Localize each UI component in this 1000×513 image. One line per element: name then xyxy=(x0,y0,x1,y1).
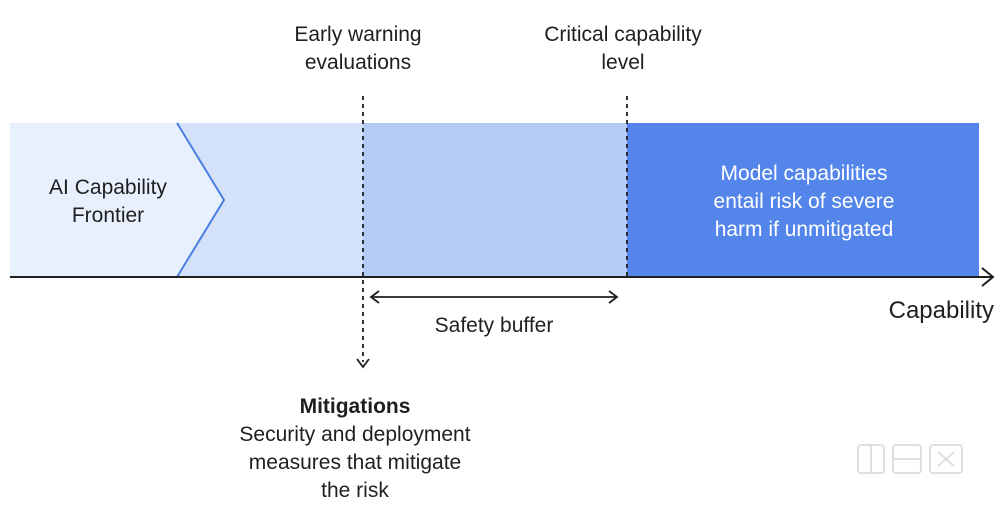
mitigations-line2: measures that mitigate xyxy=(249,451,461,474)
risk-zone-label-line2: entail risk of severe xyxy=(714,190,895,213)
critical-level-label-line2: level xyxy=(601,51,644,74)
zone-severe-risk xyxy=(627,123,979,277)
frontier-label-line1: AI Capability xyxy=(49,176,167,199)
frontier-chevron-edge xyxy=(176,122,226,278)
frontier-chevron xyxy=(10,123,224,277)
critical-level-label-line1: Critical capability xyxy=(544,23,702,46)
risk-zone-label-line1: Model capabilities xyxy=(721,162,888,185)
axis-arrowhead xyxy=(981,267,995,287)
early-warning-label-line1: Early warning xyxy=(294,23,421,46)
safety-buffer-arrow-left xyxy=(369,290,380,304)
mitigations-line1: Security and deployment xyxy=(239,423,470,446)
mitigations-arrowhead xyxy=(356,358,370,369)
safety-buffer-arrow-right xyxy=(608,290,619,304)
zone-safety-buffer xyxy=(363,123,627,277)
watermark-logo xyxy=(857,444,963,474)
axis-label: Capability xyxy=(889,297,994,324)
mitigations-title: Mitigations xyxy=(300,395,411,418)
early-warning-label-line2: evaluations xyxy=(305,51,411,74)
safety-buffer-label: Safety buffer xyxy=(435,314,554,337)
risk-zone-label-line3: harm if unmitigated xyxy=(715,218,894,241)
frontier-label-line2: Frontier xyxy=(72,204,144,227)
mitigations-line3: the risk xyxy=(321,479,389,502)
